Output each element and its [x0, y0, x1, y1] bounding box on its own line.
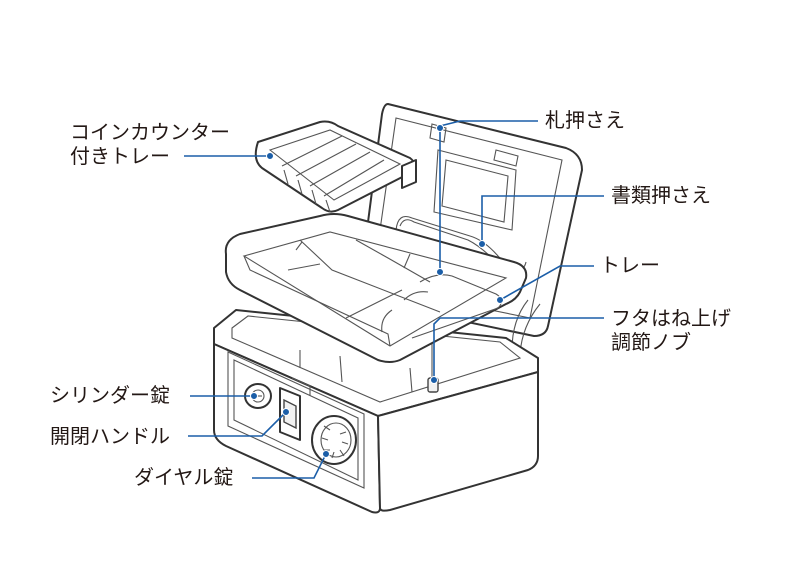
label-dial-lock: ダイヤル錠 — [134, 465, 234, 489]
dial-lock-shape — [311, 415, 357, 465]
label-open-handle: 開閉ハンドル — [50, 424, 170, 448]
label-lid-knob-line2: 調節ノブ — [611, 330, 691, 354]
coin-counter-tray — [254, 120, 417, 213]
label-lid-knob-line1: フタはね上げ — [611, 306, 731, 330]
label-document-holder: 書類押さえ — [611, 183, 711, 207]
leader-lines — [184, 120, 604, 479]
tray — [224, 213, 528, 363]
label-bill-holder: 札押さえ — [545, 108, 625, 132]
label-coin-counter-line2: 付きトレー — [70, 144, 170, 168]
label-tray: トレー — [600, 253, 660, 277]
label-cylinder-lock: シリンダー錠 — [50, 383, 170, 407]
label-coin-counter-line1: コインカウンター — [70, 120, 230, 144]
